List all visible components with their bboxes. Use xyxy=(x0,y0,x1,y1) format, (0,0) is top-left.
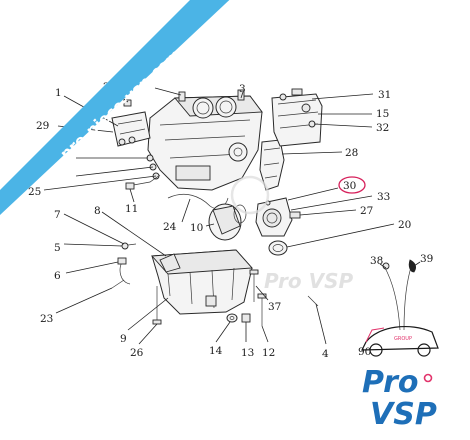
callout-3: 3 xyxy=(239,83,246,95)
callout-10: 10 xyxy=(190,222,203,234)
plug-and-ring xyxy=(268,211,301,256)
callout-24: 24 xyxy=(163,221,177,233)
callout-8: 8 xyxy=(94,205,101,217)
callout-31: 31 xyxy=(378,89,391,101)
callout-32: 32 xyxy=(376,122,389,134)
logo-vsp-text: VSP xyxy=(370,397,437,432)
callout-5: 5 xyxy=(54,242,61,254)
logo-group-text: GROUP xyxy=(394,336,412,342)
callout-13: 13 xyxy=(241,347,254,359)
callout-20: 20 xyxy=(398,219,411,231)
callout-12: 12 xyxy=(262,347,275,359)
bolt-23 xyxy=(111,279,125,289)
pickup-tube xyxy=(117,242,137,285)
oil-pan xyxy=(151,249,253,315)
callout-26: 26 xyxy=(130,347,144,359)
engine-block xyxy=(147,95,263,191)
callout-labels: 1 2 3 4 5 6 7 8 9 10 11 12 13 14 15 20 2… xyxy=(28,81,433,360)
watermark: Pro VSP xyxy=(230,175,353,293)
callout-15: 15 xyxy=(376,108,389,120)
callout-28: 28 xyxy=(345,147,358,159)
logo-pro-text: Pro xyxy=(362,365,418,400)
brand-logo: GROUP Pro VSP xyxy=(361,325,439,432)
callout-27: 27 xyxy=(360,205,373,217)
callout-37: 37 xyxy=(268,301,281,313)
callout-33: 33 xyxy=(377,191,390,203)
banner-stripe xyxy=(0,0,230,215)
callout-30-highlight-ring xyxy=(338,176,366,194)
callout-6: 6 xyxy=(54,270,61,282)
long-bolts xyxy=(152,269,267,326)
oil-filter xyxy=(208,203,247,241)
drain-plug xyxy=(226,313,251,323)
callout-1: 1 xyxy=(55,87,62,99)
rear-seal-plate xyxy=(255,197,293,237)
callout-7: 7 xyxy=(54,209,61,221)
thermostat-housing xyxy=(111,111,151,147)
oil-separator xyxy=(271,88,323,147)
callout-23: 23 xyxy=(40,313,53,325)
dipstick-gauges xyxy=(382,259,417,331)
callout-90: 90 xyxy=(358,346,371,358)
logo-dot-icon xyxy=(423,373,433,383)
callout-30: 30 xyxy=(343,180,356,192)
callout-25: 25 xyxy=(28,186,41,198)
callout-4: 4 xyxy=(322,348,329,360)
callout-39: 39 xyxy=(420,253,433,265)
callout-14: 14 xyxy=(209,345,223,357)
callout-11: 11 xyxy=(125,203,138,215)
callout-29: 29 xyxy=(36,120,49,132)
callout-38: 38 xyxy=(370,255,383,267)
callout-9: 9 xyxy=(120,333,127,345)
watermark-text: Pro VSP xyxy=(264,269,353,293)
